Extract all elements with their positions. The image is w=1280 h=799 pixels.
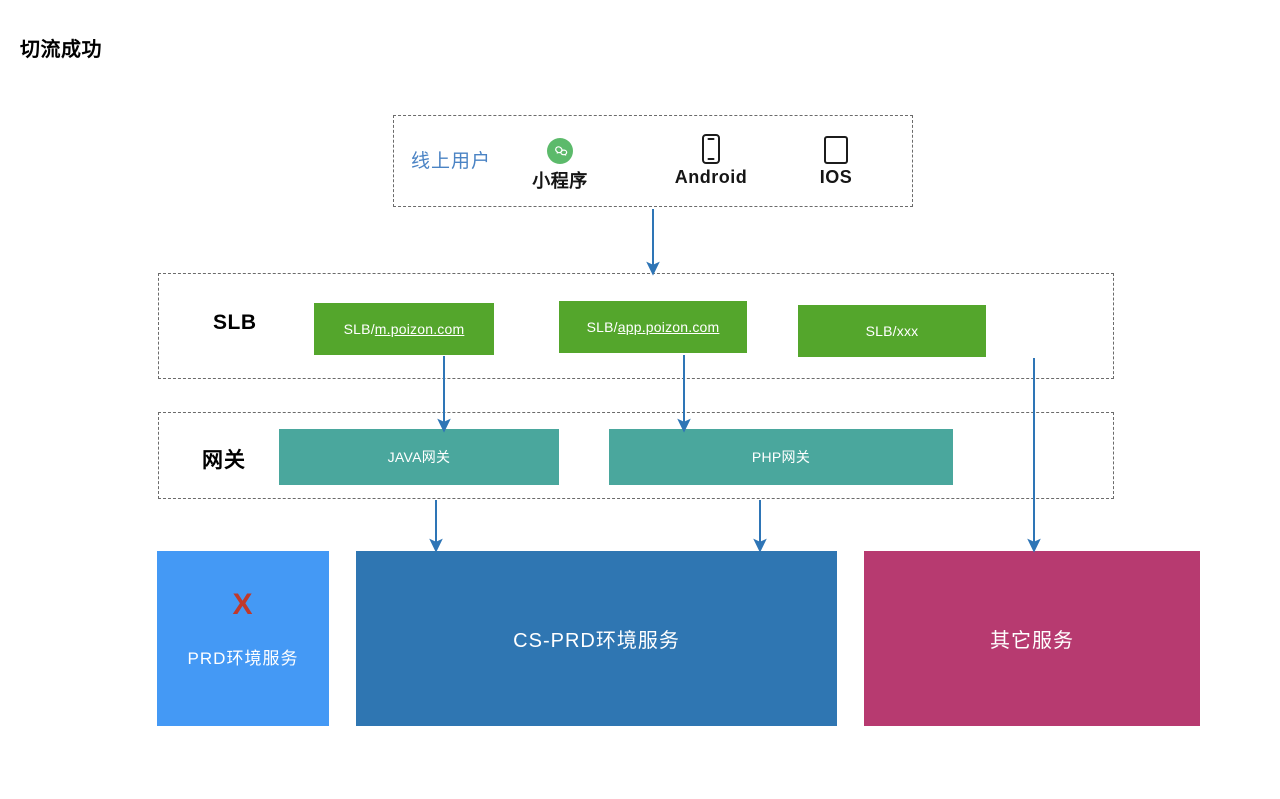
users-group-container xyxy=(393,115,913,207)
slb-node-prefix: SLB/ xyxy=(586,319,618,335)
client-label: 小程序 xyxy=(532,171,588,191)
online-users-label: 线上用户 xyxy=(411,151,492,172)
gateway-node-php[interactable]: PHP网关 xyxy=(609,429,953,485)
wechat-miniprogram-icon xyxy=(505,128,615,164)
client-ios[interactable]: IOS xyxy=(781,128,891,188)
service-label: PRD环境服务 xyxy=(187,649,299,668)
gateway-node-java[interactable]: JAVA网关 xyxy=(279,429,559,485)
slb-node-link[interactable]: app.poizon.com xyxy=(617,319,720,335)
gateway-group-container xyxy=(158,412,1114,499)
gateway-node-label: PHP网关 xyxy=(751,449,811,465)
page-title: 切流成功 xyxy=(20,39,102,61)
slb-node-prefix: SLB/ xyxy=(343,321,375,337)
gateway-node-label: JAVA网关 xyxy=(387,449,451,465)
service-cs-prd[interactable]: CS-PRD环境服务 xyxy=(356,551,837,726)
gateway-group-label: 网关 xyxy=(202,449,246,472)
client-label: IOS xyxy=(819,167,853,187)
slb-group-label: SLB xyxy=(213,311,257,334)
client-label: Android xyxy=(674,167,748,187)
slb-node-m-poizon[interactable]: SLB/m.poizon.com xyxy=(314,303,494,355)
slb-node-app-poizon[interactable]: SLB/app.poizon.com xyxy=(559,301,747,353)
slb-node-link[interactable]: m.poizon.com xyxy=(374,321,465,337)
service-label: 其它服务 xyxy=(990,630,1074,652)
client-android[interactable]: Android xyxy=(656,128,766,188)
disabled-x-marker: X xyxy=(232,588,254,621)
slb-node-xxx[interactable]: SLB/xxx xyxy=(798,305,986,357)
client-miniprogram[interactable]: 小程序 xyxy=(505,128,615,193)
service-label: CS-PRD环境服务 xyxy=(513,630,680,652)
service-other[interactable]: 其它服务 xyxy=(864,551,1200,726)
service-prd[interactable]: X PRD环境服务 xyxy=(157,551,329,726)
android-phone-icon xyxy=(656,128,766,164)
ios-tablet-icon xyxy=(781,128,891,164)
slb-group-container xyxy=(158,273,1114,379)
slb-node-label: SLB/xxx xyxy=(865,323,919,339)
